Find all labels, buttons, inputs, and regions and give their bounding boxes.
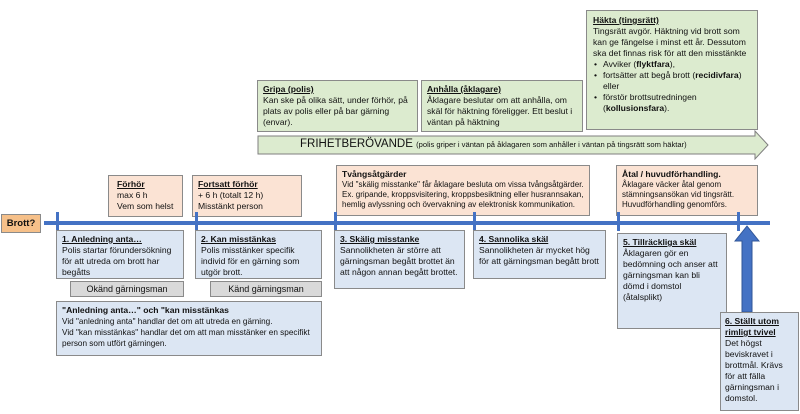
fortsatt-title: Fortsatt förhör	[198, 179, 258, 189]
start-label: Brott?	[1, 214, 41, 233]
step-6-box: 6. Ställt utom rimligt tvivel Det högst …	[720, 312, 799, 411]
tvang-text: Vid "skälig misstanke" får åklagare besl…	[342, 180, 584, 209]
kand-label: Känd gärningsman	[210, 281, 322, 297]
step-text: Polis misstänker specifik individ för en…	[201, 245, 300, 277]
frihet-main: FRIHETBERÖVANDE	[300, 138, 413, 150]
tvang-box: Tvångsåtgärder Vid "skälig misstanke" få…	[336, 165, 590, 216]
step-title: 6. Ställt utom rimligt tvivel	[725, 316, 779, 337]
frihet-sub: (polis griper i väntan på åklagaren som …	[416, 140, 687, 149]
tvang-title: Tvångsåtgärder	[342, 169, 407, 179]
step-3-box: 3. Skälig misstanke Sannolikheten är stö…	[334, 230, 465, 289]
timeline-tick	[56, 212, 59, 231]
up-arrow	[734, 225, 760, 313]
gripa-text: Kan ske på olika sätt, under förhör, på …	[263, 95, 408, 127]
gripa-title: Gripa (polis)	[263, 84, 314, 94]
step-text: Polis startar förundersökning för att ut…	[62, 245, 172, 277]
gripa-box: Gripa (polis) Kan ske på olika sätt, und…	[257, 80, 418, 132]
hakta-text: Tingsrätt avgör. Häktning vid brott som …	[593, 26, 747, 58]
step-title: 1. Anledning anta…	[62, 234, 142, 244]
fortsatt-time: + 6 h (totalt 12 h)	[198, 190, 264, 200]
timeline-tick	[617, 212, 620, 231]
atal-box: Åtal / huvudförhandling. Åklagare väcker…	[616, 165, 758, 216]
step-5-box: 5. Tillräckliga skäl Åklagaren gör en be…	[617, 233, 727, 329]
anhalla-title: Anhålla (åklagare)	[427, 84, 502, 94]
step-text: Åklagaren gör en bedömning och anser att…	[623, 248, 718, 302]
frihet-arrow	[257, 130, 769, 160]
note-title: "Anledning anta…" och "kan misstänkas	[62, 305, 229, 315]
forhor-time: max 6 h	[117, 190, 148, 200]
step-title: 4. Sannolika skäl	[479, 234, 549, 244]
hakta-bullet: fortsätter att begå brott (recidivfara) …	[594, 70, 751, 92]
hakta-title: Häkta (tingsrätt)	[593, 15, 659, 25]
timeline-tick	[195, 212, 198, 231]
forhor-box: Förhör max 6 h Vem som helst	[108, 175, 183, 217]
forhor-who: Vem som helst	[117, 201, 174, 211]
step-text: Sannolikheten är större att gärningsman …	[340, 245, 458, 277]
timeline-tick	[334, 212, 337, 231]
step-title: 2. Kan misstänkas	[201, 234, 276, 244]
step-title: 5. Tillräckliga skäl	[623, 237, 697, 247]
step-text: Sannolikheten är mycket hög för att gärn…	[479, 245, 599, 266]
timeline-tick	[473, 212, 476, 231]
anhalla-box: Anhålla (åklagare) Åklagare beslutar om …	[421, 80, 583, 132]
step-1-box: 1. Anledning anta… Polis startar förunde…	[56, 230, 184, 279]
anledning-note-box: "Anledning anta…" och "kan misstänkas Vi…	[56, 301, 322, 356]
hakta-box: Häkta (tingsrätt) Tingsrätt avgör. Häktn…	[586, 10, 758, 130]
timeline-tick	[737, 212, 740, 231]
timeline	[44, 221, 770, 225]
okand-label: Okänd gärningsman	[70, 281, 184, 297]
step-2-box: 2. Kan misstänkas Polis misstänker speci…	[195, 230, 322, 279]
fortsatt-forhor-box: Fortsatt förhör + 6 h (totalt 12 h) Miss…	[192, 175, 302, 217]
step-4-box: 4. Sannolika skäl Sannolikheten är mycke…	[473, 230, 606, 279]
note-line-1: Vid "anledning anta" handlar det om att …	[62, 317, 273, 326]
hakta-bullet: Avviker (flyktfara),	[594, 59, 751, 70]
step-title: 3. Skälig misstanke	[340, 234, 420, 244]
atal-text: Åklagare väcker åtal genom stämningsansö…	[622, 180, 735, 209]
step-text: Det högst beviskravet i brottmål. Krävs …	[725, 338, 783, 403]
anhalla-text: Åklagare beslutar om att anhålla, om skä…	[427, 95, 573, 127]
hakta-bullet: förstör brottsutredningen (kollusionsfar…	[594, 92, 751, 114]
note-line-2: Vid "kan misstänkas" handlar det om att …	[62, 328, 310, 348]
frihet-label: FRIHETBERÖVANDE (polis griper i väntan p…	[300, 138, 760, 150]
atal-title: Åtal / huvudförhandling.	[622, 169, 721, 179]
fortsatt-who: Misstänkt person	[198, 201, 263, 211]
forhor-title: Förhör	[117, 179, 145, 189]
hakta-bullet-list: Avviker (flyktfara), fortsätter att begå…	[593, 59, 751, 114]
